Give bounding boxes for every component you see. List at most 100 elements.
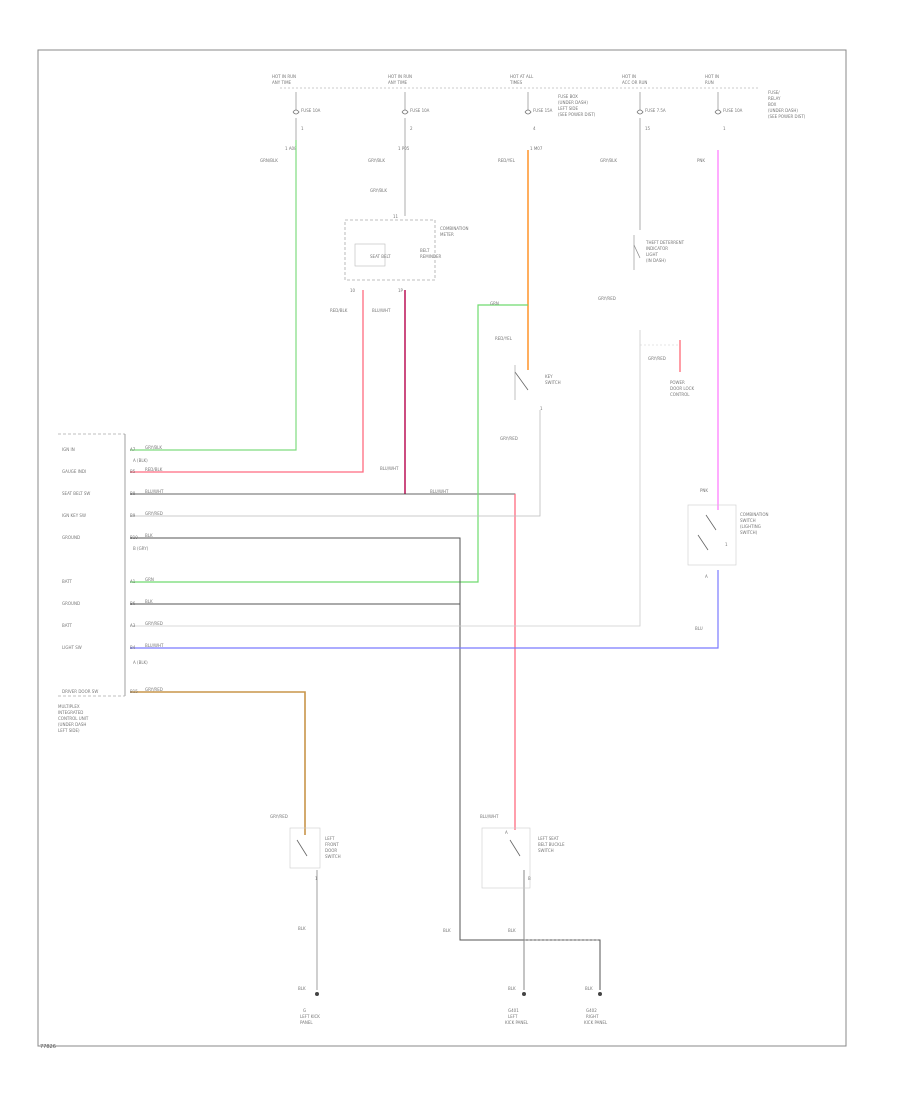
svg-text:MULTIPLEX: MULTIPLEX — [58, 704, 80, 709]
fuse-4-wire: GRY/BLK — [600, 158, 617, 163]
svg-text:POWER: POWER — [670, 380, 685, 385]
fuse-4-sub: ACC OR RUN — [622, 80, 647, 85]
label-grn-top: GRN — [490, 301, 499, 306]
label-grn: GRN — [145, 577, 154, 582]
svg-text:RELAY: RELAY — [768, 96, 781, 101]
fuse-2-pin: 2 — [410, 126, 413, 131]
svg-text:(SEE POWER DIST): (SEE POWER DIST) — [558, 112, 596, 117]
fuse-4: HOT IN ACC OR RUN FUSE 7.5A 15 GRY/BLK — [600, 74, 666, 230]
svg-text:BLK: BLK — [508, 928, 516, 933]
power-door-lock-control: POWER DOOR LOCK CONTROL — [670, 380, 694, 397]
combination-meter: 11 COMBINATION METER SEAT BELT BELT REMI… — [344, 214, 469, 293]
svg-text:SWITCH: SWITCH — [325, 854, 341, 859]
svg-text:KICK PANEL: KICK PANEL — [584, 1020, 608, 1025]
label-gry-red-key: GRY/RED — [500, 436, 518, 441]
fuse-4-label: HOT IN — [622, 74, 636, 79]
svg-text:G401: G401 — [508, 1008, 519, 1013]
svg-text:THEFT DETERRENT: THEFT DETERRENT — [645, 240, 685, 245]
module-sublabel-a: A (BLK) — [133, 458, 148, 463]
wire-grn-blk — [130, 140, 297, 451]
svg-text:GRY/RED: GRY/RED — [270, 814, 288, 819]
svg-text:CONTROL UNIT: CONTROL UNIT — [58, 716, 89, 721]
module-pin-name: SEAT BELT SW — [62, 491, 90, 496]
module-pin-name: IGN IN — [62, 447, 75, 452]
svg-text:PNK: PNK — [700, 488, 708, 493]
control-module — [58, 433, 126, 697]
svg-text:COMBINATION: COMBINATION — [440, 226, 469, 231]
label-blu-right: BLU — [695, 626, 703, 631]
svg-text:BLK: BLK — [298, 926, 306, 931]
fuse-5-sub: RUN — [705, 80, 714, 85]
wire-grn — [130, 304, 528, 583]
module-sublabel-c: A (BLK) — [133, 660, 148, 665]
svg-text:LEFT SEAT: LEFT SEAT — [538, 836, 559, 841]
svg-text:REMINDER: REMINDER — [420, 254, 442, 259]
svg-text:INDICATOR: INDICATOR — [646, 246, 668, 251]
fuse-3-wire: RED/YEL — [498, 158, 516, 163]
svg-text:SWITCH: SWITCH — [538, 848, 554, 853]
svg-text:(LIGHTING: (LIGHTING — [740, 524, 761, 529]
module-pin-name: IGN KEY SW — [62, 513, 86, 518]
module-pin-name: BATT — [62, 579, 73, 584]
label-blu-wht-meter: BLU/WHT — [380, 466, 399, 471]
label-blu-wht2: BLU/WHT — [430, 489, 449, 494]
module-title: MULTIPLEX INTEGRATED CONTROL UNIT (UNDER… — [58, 704, 89, 733]
fuse-5-label: HOT IN — [705, 74, 719, 79]
wire-blu-wht — [130, 493, 516, 830]
left-front-door-switch: GRY/RED LEFT FRONT DOOR SWITCH 1 BLK BLK… — [270, 814, 341, 1025]
svg-text:BLK: BLK — [298, 986, 306, 991]
combination-switch: PNK COMBINATION SWITCH (LIGHTING SWITCH)… — [687, 488, 769, 579]
svg-text:10: 10 — [350, 288, 356, 293]
fuse-relay-note: FUSE/ RELAY BOX (UNDER DASH) (SEE POWER … — [768, 90, 806, 119]
svg-text:1P: 1P — [398, 288, 404, 293]
svg-text:BOX: BOX — [768, 102, 777, 107]
svg-text:(UNDER DASH: (UNDER DASH — [58, 722, 86, 727]
label-blu-wht-top: BLU/WHT — [372, 308, 391, 313]
label-red-blk-top: RED/BLK — [330, 308, 348, 313]
module-pin-name: GAUGE INDI — [62, 469, 86, 474]
svg-text:RIGHT: RIGHT — [586, 1014, 599, 1019]
svg-text:BLK: BLK — [585, 986, 593, 991]
fuse-3-rating: FUSE 15A — [533, 108, 553, 113]
module-pin-number: B6 — [130, 601, 136, 606]
module-sublabel-b: B (GRY) — [133, 546, 149, 551]
svg-text:BLK: BLK — [508, 986, 516, 991]
svg-text:BELT: BELT — [420, 248, 430, 253]
ground-right-kick-panel: BLK G402 RIGHT KICK PANEL — [584, 986, 608, 1025]
svg-text:COMBINATION: COMBINATION — [740, 512, 769, 517]
label-blu-wht: BLU/WHT — [145, 489, 164, 494]
module-pin-number: A1 — [130, 579, 136, 584]
svg-text:CONTROL: CONTROL — [670, 392, 690, 397]
fuse-2: HOT IN RUN ANY TIME FUSE 10A 2 1 P05 GRY… — [368, 74, 430, 216]
fuse-5: HOT IN RUN FUSE 10A 1 PNK — [697, 74, 743, 163]
svg-text:LIGHT: LIGHT — [646, 252, 659, 257]
fuse-5-pin: 1 — [723, 126, 726, 131]
svg-text:A: A — [705, 574, 708, 579]
fuse-3-wire-top: 1 M07 — [530, 146, 543, 151]
wire-door-switch — [130, 691, 306, 835]
fuse-2-label: HOT IN RUN — [388, 74, 412, 79]
svg-text:DOOR LOCK: DOOR LOCK — [670, 386, 694, 391]
svg-text:FUSE/: FUSE/ — [768, 90, 780, 95]
fuse-1-rating: FUSE 10A — [301, 108, 321, 113]
fuse-5-rating: FUSE 10A — [723, 108, 743, 113]
svg-text:(UNDER DASH): (UNDER DASH) — [558, 100, 588, 105]
svg-text:LEFT: LEFT — [325, 836, 335, 841]
svg-text:KICK PANEL: KICK PANEL — [505, 1020, 529, 1025]
fuse-1-label: HOT IN RUN — [272, 74, 296, 79]
svg-text:11: 11 — [393, 214, 399, 219]
module-pin-name: BATT — [62, 623, 73, 628]
fuse-3-label: HOT AT ALL — [510, 74, 534, 79]
svg-text:INTEGRATED: INTEGRATED — [58, 710, 83, 715]
fuse-5-wire: PNK — [697, 158, 705, 163]
fuse-box-note: FUSE BOX (UNDER DASH) LEFT SIDE (SEE POW… — [558, 94, 596, 117]
fuse-3-sub: TIMES — [509, 80, 523, 85]
theft-indicator: THEFT DETERRENT INDICATOR LIGHT (IN DASH… — [633, 235, 685, 270]
label-red-blk: RED/BLK — [145, 467, 163, 472]
label-gry-red-power: GRY/RED — [648, 356, 666, 361]
label-gry-red-right: GRY/RED — [598, 296, 616, 301]
fuse-1: HOT IN RUN ANY TIME FUSE 10A 1 1 A08 GRN… — [260, 74, 321, 163]
fuse-2-wire: GRY/BLK — [368, 158, 385, 163]
label-blk-junction: BLK — [443, 928, 451, 933]
